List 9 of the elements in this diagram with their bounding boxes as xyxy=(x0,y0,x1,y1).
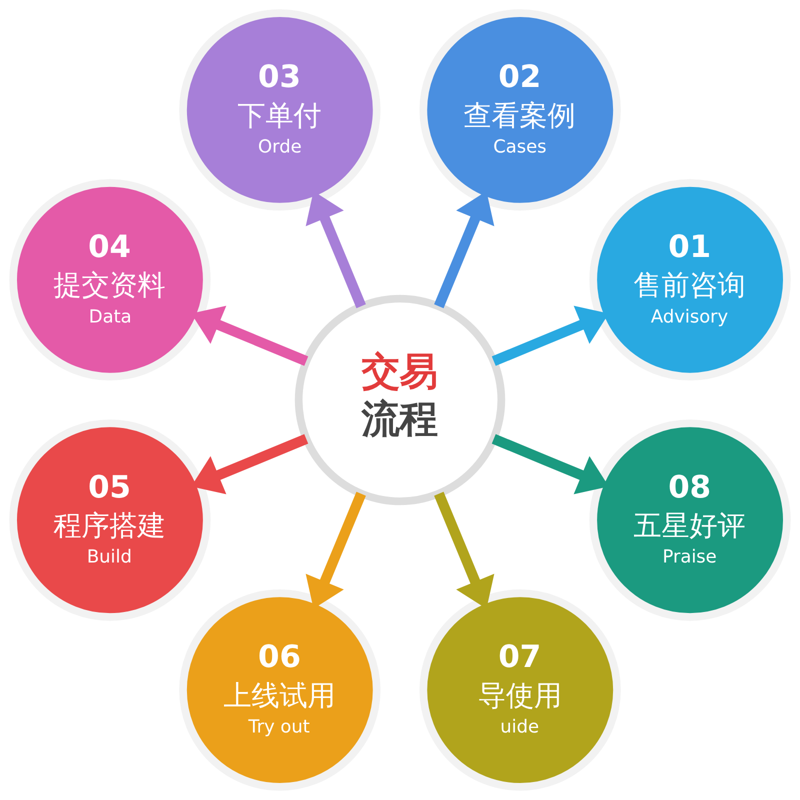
node-circle: 07 导使用 uide xyxy=(419,589,621,791)
node-circle: 交易 流程 xyxy=(294,294,506,506)
node-circle: 08 五星好评 Praise xyxy=(589,419,791,621)
node-circle: 04 提交资料 Data xyxy=(9,179,211,381)
node-circle: 06 上线试用 Try out xyxy=(179,589,381,791)
node-circle: 01 售前咨询 Advisory xyxy=(589,179,791,381)
node-circle: 03 下单付 Orde xyxy=(179,9,381,211)
node-circle: 05 程序搭建 Build xyxy=(9,419,211,621)
node-circle: 02 查看案例 Cases xyxy=(419,9,621,211)
